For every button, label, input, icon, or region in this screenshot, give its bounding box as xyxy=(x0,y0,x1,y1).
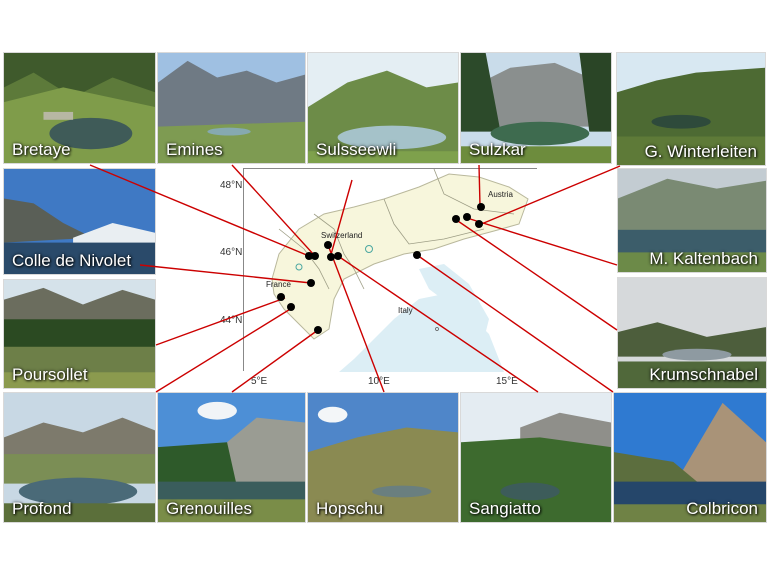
landscape-image xyxy=(461,53,611,163)
site-dot xyxy=(277,293,285,301)
site-dot xyxy=(334,252,342,260)
photo-m-kaltenbach: M. Kaltenbach xyxy=(617,168,767,273)
photo-colle-de-nivolet: Colle de Nivolet xyxy=(3,168,156,275)
photo-sulzkar: Sulzkar xyxy=(460,52,612,164)
country-label-france: France xyxy=(266,280,291,289)
site-dot xyxy=(413,251,421,259)
landscape-image xyxy=(461,393,611,522)
site-dot xyxy=(314,326,322,334)
landscape-image xyxy=(4,393,155,522)
lat-tick-label: 48°N xyxy=(220,180,243,191)
lake-name: Krumschnabel xyxy=(649,365,758,384)
lake-name: Hopschu xyxy=(316,499,384,518)
site-dot xyxy=(477,203,485,211)
photo-hopschu: Hopschu xyxy=(307,392,459,523)
site-dot xyxy=(324,241,332,249)
photo-sangiatto: Sangiatto xyxy=(460,392,612,523)
photo-bretaye: Bretaye xyxy=(3,52,156,164)
lake-name: Colle de Nivolet xyxy=(12,251,132,270)
landscape-image xyxy=(614,393,766,522)
landscape-image xyxy=(4,280,155,388)
lon-tick-label: 10°E xyxy=(368,376,390,387)
landscape-image xyxy=(308,393,458,522)
lake-name: Grenouilles xyxy=(166,499,252,518)
site-dot xyxy=(287,303,295,311)
lake-name: Sulsseewli xyxy=(316,140,397,159)
lon-tick-label: 15°E xyxy=(496,376,518,387)
landscape-image xyxy=(618,278,766,388)
photo-g-winterleiten: G. Winterleiten xyxy=(616,52,766,166)
site-dot xyxy=(311,252,319,260)
lake-name: G. Winterleiten xyxy=(644,142,757,161)
country-label-switzerland: Switzerland xyxy=(321,231,363,240)
site-dot xyxy=(305,252,313,260)
country-label-austria: Austria xyxy=(488,190,513,199)
photo-colbricon: Colbricon xyxy=(613,392,767,523)
country-label-italy: Italy xyxy=(398,306,413,315)
lake-name: Bretaye xyxy=(12,140,71,159)
lake-name: Profond xyxy=(12,499,72,518)
landscape-image xyxy=(618,169,766,272)
lake-name: Sangiatto xyxy=(469,499,541,518)
landscape-image xyxy=(158,53,305,163)
site-dot xyxy=(475,220,483,228)
lake-name: Poursollet xyxy=(12,365,88,384)
lat-tick-label: 46°N xyxy=(220,247,243,258)
alps-map-background xyxy=(244,169,538,372)
photo-poursollet: Poursollet xyxy=(3,279,156,389)
landscape-image xyxy=(308,53,458,163)
lake-name: Colbricon xyxy=(686,499,758,518)
photo-emines: Emines xyxy=(157,52,306,164)
site-dot xyxy=(307,279,315,287)
landscape-image xyxy=(4,53,155,163)
lat-tick-label: 44°N xyxy=(220,315,243,326)
site-dot xyxy=(463,213,471,221)
site-dot xyxy=(452,215,460,223)
lake-name: Emines xyxy=(166,140,223,159)
photo-sulsseewli: Sulsseewli xyxy=(307,52,459,164)
photo-krumschnabel: Krumschnabel xyxy=(617,277,767,389)
photo-grenouilles: Grenouilles xyxy=(157,392,306,523)
landscape-image xyxy=(617,53,765,165)
site-dot xyxy=(327,253,335,261)
lake-name: M. Kaltenbach xyxy=(649,249,758,268)
lake-name: Sulzkar xyxy=(469,140,526,159)
photo-profond: Profond xyxy=(3,392,156,523)
lon-tick-label: 5°E xyxy=(251,376,268,387)
landscape-image xyxy=(158,393,305,522)
